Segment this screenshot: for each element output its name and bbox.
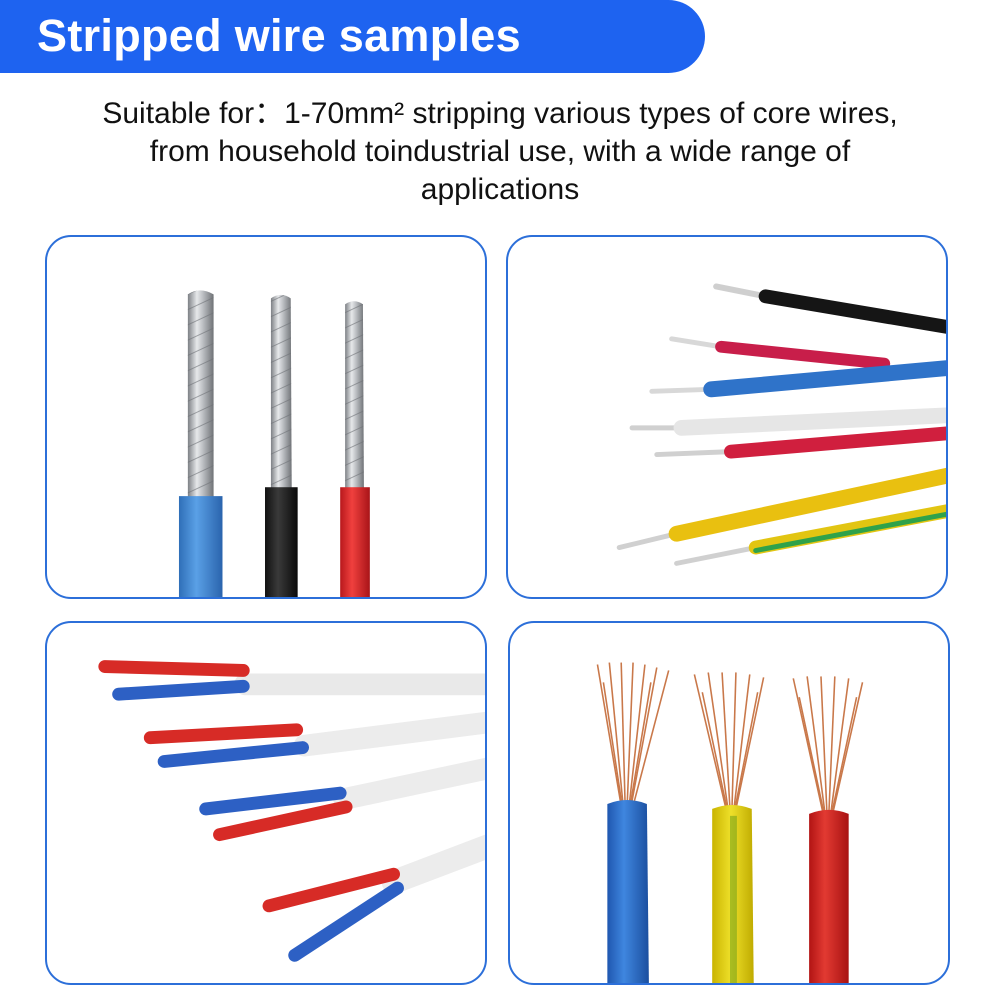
wire-white [629, 407, 946, 436]
wire-blue [649, 360, 946, 398]
aluminum-wire-blue [178, 290, 223, 597]
panel-colored-wires [506, 235, 948, 599]
aluminum-wire-black [265, 294, 298, 597]
description-line: Suitable for：1-70mm² stripping various t… [102, 97, 898, 130]
twin-cable-2 [143, 711, 485, 768]
twin-cable-1 [98, 660, 485, 701]
wire-yellow [616, 467, 946, 551]
stranded-copper-wire-photo [596, 662, 864, 983]
description-line: from household toindustrial use, with a … [149, 135, 851, 168]
copper-strands-red [792, 676, 864, 814]
multi-color-wire-photo [616, 283, 946, 566]
stranded-aluminum-wire-photo [178, 290, 370, 597]
twin-cable-4 [262, 834, 485, 962]
copper-strands-blue [596, 662, 670, 807]
blue-insulation [607, 800, 649, 983]
wire-black [713, 283, 946, 334]
title-banner: Stripped wire samples [0, 0, 705, 73]
wire-red-1 [669, 336, 891, 370]
panel-twin-core-cables [45, 621, 487, 985]
page-title: Stripped wire samples [37, 10, 521, 61]
wire-red-2 [654, 426, 946, 459]
yellow-green-insulation [712, 804, 754, 983]
aluminum-wire-red [340, 301, 370, 597]
description-line: applications [420, 173, 580, 206]
twin-cable-3 [199, 757, 485, 842]
description: Suitable for：1-70mm² stripping various t… [0, 95, 1000, 209]
panel-copper-wires [508, 621, 950, 985]
wire-yellow-green [674, 504, 946, 566]
red-insulation [809, 809, 849, 983]
copper-strands-yellow [693, 672, 765, 810]
twin-core-cable-photo [98, 660, 485, 962]
panel-single-core-wires [45, 235, 487, 599]
